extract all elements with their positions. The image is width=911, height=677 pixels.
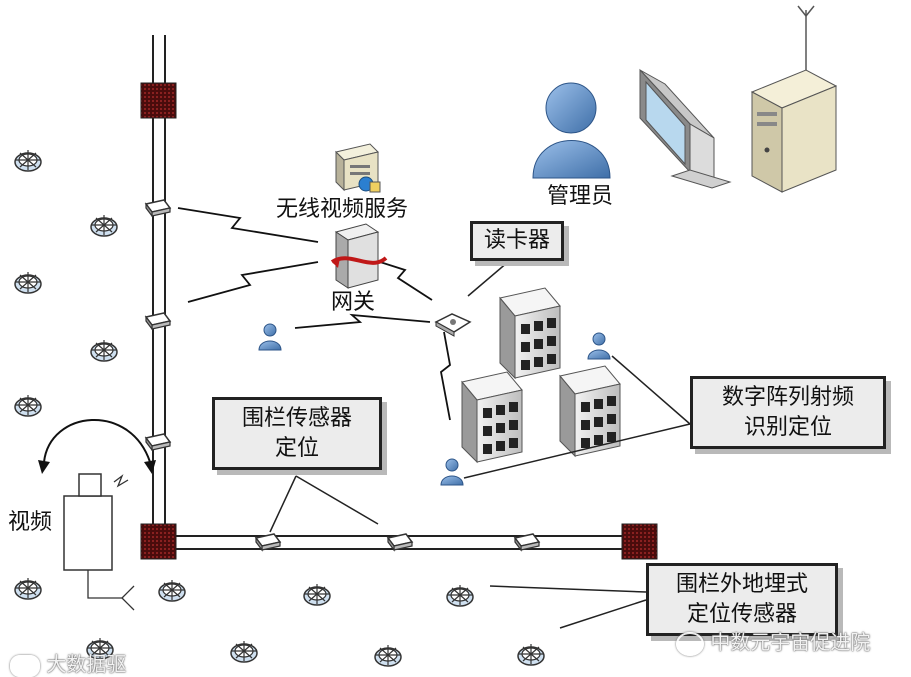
buried-sensor-box-line1: 围栏外地埋式 [675, 572, 808, 597]
buried-sensor-box: 围栏外地埋式 定位传感器 [646, 563, 838, 637]
watermark-left-text: 大数据驱 [46, 652, 127, 676]
video-camera-icon [63, 473, 135, 611]
camera-rotation-arrow [38, 419, 156, 474]
fence-post [140, 82, 177, 119]
watermark-right-text: 中数元宇宙促进院 [710, 630, 871, 654]
watermark-right: 中数元宇宙促进院 [676, 626, 870, 656]
monitor-icon [639, 68, 732, 189]
rfid-box-line1: 数字阵列射频 [721, 385, 854, 410]
building-icon [461, 371, 523, 463]
fence-sensor-node-icon [145, 312, 171, 330]
person-icon [258, 323, 282, 351]
callout-lines [269, 355, 691, 629]
fence-post [140, 523, 177, 560]
gateway-icon [330, 223, 388, 289]
fence-post [621, 523, 658, 560]
watermark-left: 大数据驱 [10, 648, 126, 677]
card-reader-box: 读卡器 [470, 221, 564, 261]
buried-sensor-icon [14, 577, 42, 600]
person-icon [440, 458, 464, 486]
watermark-left-logo-icon [10, 654, 40, 677]
buried-sensor-icon [14, 149, 42, 172]
wireless-links [177, 207, 451, 421]
administrator-icon [532, 82, 611, 179]
watermark-right-logo-icon [676, 631, 704, 656]
buried-sensor-box-line2: 定位传感器 [686, 601, 797, 627]
fence-vertical [152, 35, 166, 540]
pc-tower-icon [750, 5, 838, 193]
buried-sensor-icon [158, 579, 186, 602]
card-reader-box-text: 读卡器 [483, 228, 550, 253]
buried-sensor-icon [90, 339, 118, 362]
buried-sensor-icon [446, 584, 474, 607]
fence-sensor-node-icon [145, 433, 171, 451]
card-reader-icon [434, 313, 472, 337]
video-server-icon [335, 143, 381, 193]
fence-sensor-box-line2: 定位 [274, 435, 319, 461]
video-label: 视频 [8, 510, 53, 535]
wireless-video-service-label: 无线视频服务 [276, 197, 409, 222]
buried-sensor-icon [303, 583, 331, 606]
fence-sensor-box: 围栏传感器 定位 [212, 397, 382, 471]
rfid-box-line2: 识别定位 [743, 414, 832, 440]
fence-sensor-node-icon [145, 199, 171, 217]
buried-sensor-icon [14, 394, 42, 417]
gateway-label: 网关 [331, 290, 376, 315]
buried-sensor-icon [517, 643, 545, 666]
buried-sensor-icon [374, 644, 402, 667]
administrator-label: 管理员 [547, 184, 614, 209]
person-icon [587, 332, 611, 360]
card-reader-pointer [467, 255, 516, 297]
buried-sensor-icon [90, 214, 118, 237]
buried-sensor-icon [14, 271, 42, 294]
fence-sensor-box-line1: 围栏传感器 [241, 406, 352, 431]
building-icon [499, 287, 561, 379]
rfid-box: 数字阵列射频 识别定位 [690, 376, 886, 450]
buried-sensor-icon [230, 640, 258, 663]
